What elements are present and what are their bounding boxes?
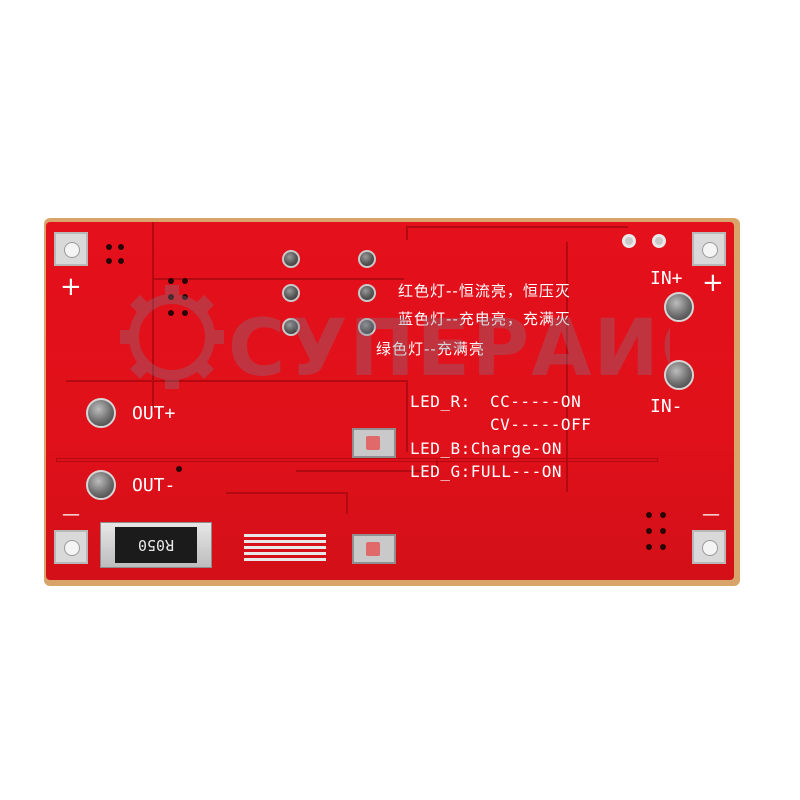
trace — [152, 222, 164, 412]
led-pin — [282, 250, 300, 268]
via — [168, 310, 174, 316]
trace — [66, 380, 408, 452]
mounting-pad-top-right — [692, 232, 726, 266]
in-plus-label: IN+ — [650, 268, 683, 289]
via — [660, 544, 666, 550]
legend-blue-led: 蓝色灯--充电亮，充满灭 — [398, 310, 571, 328]
minus-sign-left: — — [62, 504, 80, 525]
led-pin — [358, 318, 376, 336]
via — [168, 294, 174, 300]
resistor-code: R050 — [115, 527, 197, 563]
led-g-label: LED_G:FULL---ON — [410, 462, 562, 481]
plus-sign-right: + — [702, 268, 724, 298]
led-pin — [282, 318, 300, 336]
via — [182, 294, 188, 300]
mounting-pad-bottom-left — [54, 530, 88, 564]
via — [646, 528, 652, 534]
via — [168, 278, 174, 284]
smd-pad — [352, 428, 396, 458]
led-r-label: LED_R: — [410, 392, 471, 411]
smd-pad — [352, 534, 396, 564]
trace — [56, 458, 658, 462]
out-plus-terminal[interactable] — [86, 398, 116, 428]
led-pin — [282, 284, 300, 302]
led-pin — [358, 250, 376, 268]
trace — [154, 222, 404, 280]
minus-sign-right: — — [702, 504, 720, 525]
legend-red-led: 红色灯--恒流亮，恒压灭 — [398, 282, 571, 300]
via — [176, 466, 182, 472]
via — [118, 244, 124, 250]
pcb-board: R050 红色灯--恒流亮，恒压灭 蓝色灯--充电亮，充满灭 绿色灯--充满亮 … — [46, 222, 734, 580]
via — [660, 528, 666, 534]
via — [106, 244, 112, 250]
led-r-cv: CV-----OFF — [490, 415, 592, 434]
trace — [566, 242, 688, 492]
via — [660, 512, 666, 518]
plus-sign-left: + — [60, 272, 82, 302]
test-point — [622, 234, 636, 248]
via — [106, 258, 112, 264]
trace — [296, 460, 438, 472]
out-minus-terminal[interactable] — [86, 470, 116, 500]
in-minus-terminal[interactable] — [664, 360, 694, 390]
trace — [226, 492, 348, 514]
mounting-pad-bottom-right — [692, 530, 726, 564]
trace — [406, 226, 628, 240]
led-r-cc: CC-----ON — [490, 392, 582, 411]
stripe-pad — [244, 534, 326, 564]
test-point — [652, 234, 666, 248]
out-plus-label: OUT+ — [132, 403, 176, 424]
shunt-resistor: R050 — [100, 522, 212, 568]
legend-green-led: 绿色灯--充满亮 — [376, 340, 485, 358]
led-pin — [358, 284, 376, 302]
mounting-pad-top-left — [54, 232, 88, 266]
via — [118, 258, 124, 264]
in-minus-label: IN- — [650, 396, 683, 417]
out-minus-label: OUT- — [132, 475, 176, 496]
in-plus-terminal[interactable] — [664, 292, 694, 322]
via — [182, 278, 188, 284]
led-b-label: LED_B:Charge-ON — [410, 439, 562, 458]
via — [646, 544, 652, 550]
via — [646, 512, 652, 518]
via — [182, 310, 188, 316]
